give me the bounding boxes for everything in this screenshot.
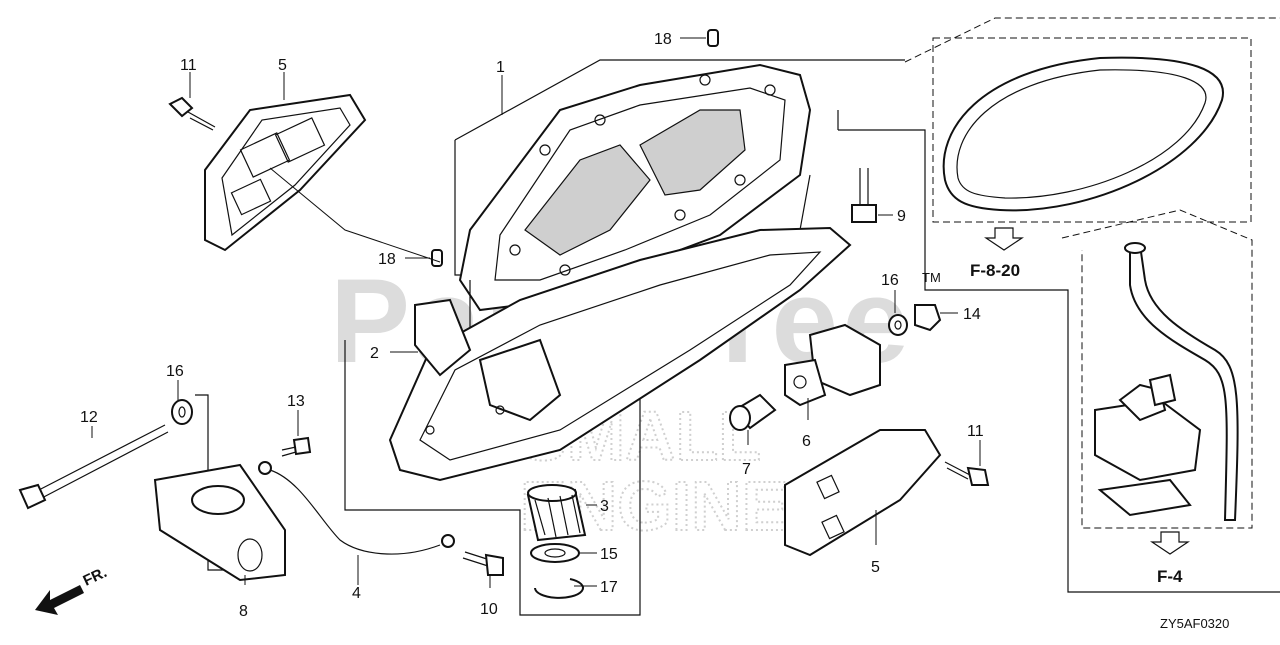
callout-16-right: 16 <box>881 272 899 289</box>
flange-bolt-lower <box>944 461 990 486</box>
flange-bolt-upper <box>168 96 216 131</box>
callout-11-upper: 11 <box>180 57 197 74</box>
ref-arrow-bottom <box>1150 531 1190 555</box>
callout-9: 9 <box>897 208 906 225</box>
flange-bolt-10 <box>462 551 504 576</box>
washer-left <box>171 399 193 425</box>
callout-6: 6 <box>802 433 811 450</box>
oil-seal-15 <box>530 543 580 563</box>
callout-14: 14 <box>963 306 981 323</box>
collar-7 <box>729 393 777 431</box>
callout-5-lower: 5 <box>871 559 880 576</box>
dowel-pin-left <box>431 249 443 267</box>
dowel-pin-top <box>707 29 719 47</box>
front-direction-arrow <box>35 585 84 615</box>
diagram-code: ZY5AF0320 <box>1160 616 1229 631</box>
seal-reference-frame <box>932 37 1252 223</box>
callout-2: 2 <box>370 345 379 362</box>
callout-1: 1 <box>496 59 505 76</box>
pump-reference-frame <box>1061 209 1253 529</box>
nut-14 <box>914 304 942 332</box>
callout-17: 17 <box>600 579 618 596</box>
frame-top-link <box>904 17 1280 63</box>
watermark-tm: TM <box>922 270 941 285</box>
callout-18-left: 18 <box>378 251 396 268</box>
mount-rubber <box>784 323 881 407</box>
ground-cable <box>258 461 455 555</box>
cover-plate-lower <box>784 429 942 557</box>
callout-15: 15 <box>600 546 618 563</box>
gasket-ring <box>942 56 1224 212</box>
reference-f-4: F-4 <box>1157 567 1183 586</box>
extension-case <box>458 63 812 341</box>
grommet-clamp <box>153 463 286 582</box>
flange-bolt-9 <box>851 168 877 223</box>
callout-18-top: 18 <box>654 31 672 48</box>
leader-lines <box>91 37 981 588</box>
callout-3: 3 <box>600 498 609 515</box>
lower-housing <box>388 226 852 482</box>
long-bolt-12 <box>18 424 169 510</box>
ref-arrow-top <box>984 227 1024 251</box>
callout-10: 10 <box>480 601 498 618</box>
front-direction-label: FR. <box>81 564 110 590</box>
bracket-1 <box>454 59 905 141</box>
callout-5-upper: 5 <box>278 57 287 74</box>
callout-4: 4 <box>352 585 361 602</box>
callout-11-lower: 11 <box>967 423 984 440</box>
bracket-right <box>838 129 1280 593</box>
reference-f-8-20: F-8-20 <box>970 261 1020 280</box>
callout-numbers: 11 5 1 18 18 2 9 16 14 6 7 11 5 12 16 13… <box>80 31 984 620</box>
screw-13 <box>281 436 312 457</box>
water-pump-assembly <box>1094 242 1239 521</box>
callout-12: 12 <box>80 409 98 426</box>
needle-bearing <box>526 484 587 542</box>
circlip-17 <box>534 578 584 599</box>
callout-8: 8 <box>239 603 248 620</box>
bracket-bottom <box>344 340 641 616</box>
callout-13: 13 <box>287 393 305 410</box>
washer-right <box>888 314 908 336</box>
callout-7: 7 <box>742 461 751 478</box>
callout-16-left: 16 <box>166 363 184 380</box>
